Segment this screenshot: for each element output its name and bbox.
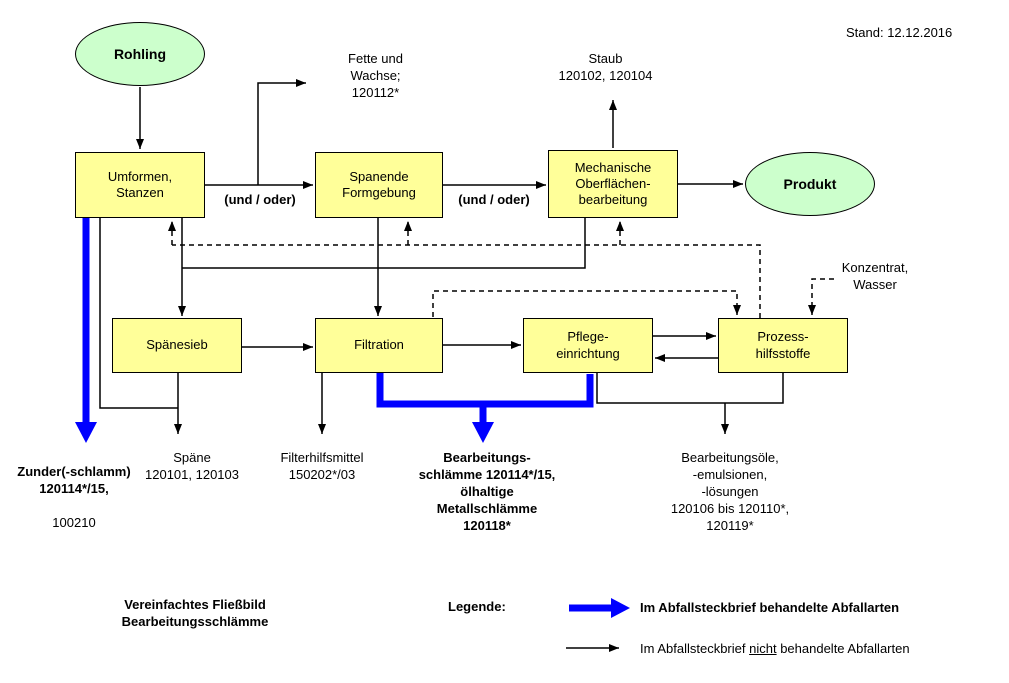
node-label: Produkt <box>783 176 837 192</box>
output-spaene: Späne 120101, 120103 <box>145 450 239 482</box>
node-label: Umformen, Stanzen <box>107 168 173 200</box>
annotation-konzentrat-wasser: Konzentrat, Wasser <box>841 260 909 292</box>
blue-arrowhead-schlaemme <box>472 422 494 443</box>
output-zunder: Zunder(-schlamm) 120114*/15, 100210 <box>0 447 148 548</box>
node-label: Rohling <box>113 46 167 62</box>
node-label: Prozess- hilfsstoffe <box>755 329 811 361</box>
node-spaenesieb: Spänesieb <box>112 318 242 373</box>
stand-date: Stand: 12.12.2016 <box>846 25 953 40</box>
node-label: Pflege- einrichtung <box>556 329 620 361</box>
annotation-staub: Staub 120102, 120104 <box>558 51 653 83</box>
line-umformen-spaene <box>99 218 178 409</box>
legend-black-label: Im Abfallsteckbrief nicht behandelte Abf… <box>640 641 1000 658</box>
blue-line-filtration-pflege <box>376 373 594 408</box>
line-mechanische-collector <box>182 218 586 269</box>
output-bearbeitungsoele: Bearbeitungsöle, -emulsionen, -lösungen … <box>670 450 790 533</box>
node-mechanische-oberflaechenbearbeitung: Mechanische Oberflächen- bearbeitung <box>548 150 678 218</box>
blue-arrowhead-zunder <box>75 422 97 443</box>
node-label: Spanende Formgebung <box>342 168 416 200</box>
output-bearbeitungsschlaemme: Bearbeitungs- schlämme 120114*/15, ölhal… <box>418 450 556 533</box>
label-und-oder-2: (und / oder) <box>458 192 530 207</box>
dashed-konzentrat-in <box>808 278 834 315</box>
arrow-umformen-fette <box>257 79 306 185</box>
node-rohling: Rohling <box>75 22 205 86</box>
node-produkt: Produkt <box>745 152 875 216</box>
legend-black-label-part2: behandelte Abfallarten <box>776 641 910 656</box>
node-label: Filtration <box>354 337 404 353</box>
output-zunder-normal: 100210 <box>52 514 96 530</box>
annotation-fette-wachse: Fette und Wachse; 120112* <box>348 51 403 100</box>
node-filtration: Filtration <box>315 318 443 373</box>
output-zunder-bold: Zunder(-schlamm) 120114*/15, <box>17 463 131 496</box>
node-label: Spänesieb <box>146 337 208 353</box>
legend-title: Legende: <box>448 599 506 614</box>
dashed-filtration-prozess <box>432 290 741 317</box>
legend-black-label-part1: Im Abfallsteckbrief <box>640 641 750 656</box>
node-pflegeeinrichtung: Pflege- einrichtung <box>523 318 653 373</box>
diagram-caption: Vereinfachtes Fließbild Bearbeitungsschl… <box>121 597 269 629</box>
node-spanende-formgebung: Spanende Formgebung <box>315 152 443 218</box>
label-und-oder-1: (und / oder) <box>224 192 296 207</box>
node-label: Mechanische Oberflächen- bearbeitung <box>574 159 652 208</box>
legend-blue-label: Im Abfallsteckbrief behandelte Abfallart… <box>640 600 900 615</box>
node-umformen-stanzen: Umformen, Stanzen <box>75 152 205 218</box>
legend-black-label-nicht: nicht <box>749 641 777 656</box>
legend-blue-arrowhead <box>611 598 630 618</box>
line-pflege-prozess-bottom <box>596 373 784 404</box>
dashed-prozess-recycle-trunk <box>172 244 761 318</box>
node-prozesshilfsstoffe: Prozess- hilfsstoffe <box>718 318 848 373</box>
output-filterhilfsmittel: Filterhilfsmittel 150202*/03 <box>280 450 364 482</box>
